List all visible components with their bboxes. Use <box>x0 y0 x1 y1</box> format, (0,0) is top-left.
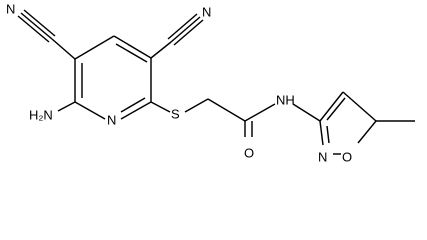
amide-nitrogen-label: NH <box>276 92 295 107</box>
amino-to-ring-bond <box>57 101 76 112</box>
pyridine-nitrogen-label: N <box>107 112 116 127</box>
right-nitrile-nitrogen-label: N <box>202 4 211 19</box>
amino-group-label: H₂N <box>29 107 53 122</box>
nh-to-isoxazole-bond <box>292 103 321 122</box>
pyridine-bond-c2-n <box>120 101 152 120</box>
isoxazole-oxygen-label: O <box>342 149 352 164</box>
pyridine-bond-c3-c4-inner <box>115 43 148 63</box>
right-cyano-triple-bond-c <box>173 19 204 46</box>
isoxazole-bond-c3-c4-inner <box>326 97 346 121</box>
atom-labels: N N H₂N N S NH O N O <box>6 1 352 164</box>
isoxazole-bond-c3-c4 <box>319 91 344 122</box>
sulfur-to-methylene-bond <box>184 98 209 113</box>
molecule-svg: N N H₂N N S NH O N O <box>6 1 415 164</box>
left-cyano-triple-bond-a <box>20 12 53 40</box>
carbonyl-to-nh-bond <box>244 103 276 122</box>
methylene-to-carbonyl-bond <box>207 98 246 122</box>
pyridine-bond-c4-c3 <box>113 35 152 59</box>
sulfur-atom-label: S <box>171 106 180 121</box>
isoxazole-nitrogen-label: N <box>318 149 327 164</box>
ring-to-sulfur-bond <box>150 101 171 113</box>
right-cyano-to-ring-bond <box>150 41 172 59</box>
isoxazole-bond-n-c3 <box>319 120 324 146</box>
isoxazole-bond-n-c3-inner <box>326 125 330 144</box>
carbonyl-oxygen-label: O <box>244 145 254 160</box>
chemical-structure-diagram: N N H₂N N S NH O N O <box>6 1 415 165</box>
left-cyano-triple-bond-c <box>17 15 50 43</box>
right-cyano-triple-bond-a <box>170 16 201 43</box>
isoxazole-bond-c4-c5 <box>342 91 377 122</box>
left-cyano-to-ring-bond <box>51 38 76 60</box>
left-nitrile-nitrogen-label: N <box>6 1 15 16</box>
pyridine-bond-c5-c4 <box>74 35 115 60</box>
right-cyano-triple-bond-b <box>167 13 198 40</box>
left-cyano-triple-bond-b <box>23 9 56 37</box>
bond-lines <box>17 9 415 155</box>
pyridine-bond-n-c6 <box>74 101 106 120</box>
pyridine-bond-c2-n-inner <box>120 97 146 113</box>
isoxazole-bond-c5-o <box>357 120 377 144</box>
